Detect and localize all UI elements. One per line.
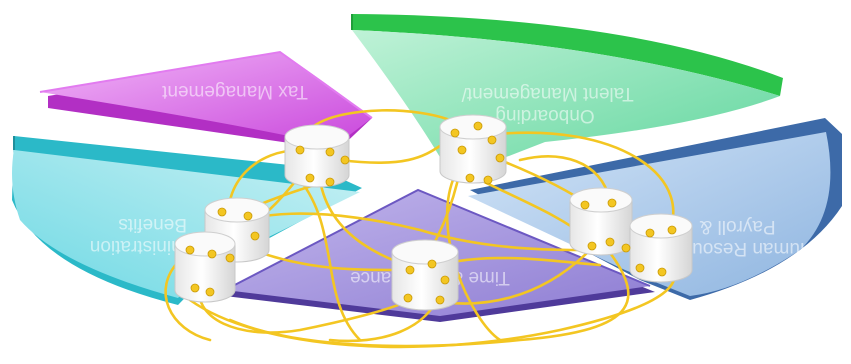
segment-payroll-hr: Payroll & Human Resources — [468, 118, 842, 300]
node-time — [391, 239, 459, 311]
node-tax — [284, 124, 350, 188]
node-talent — [439, 114, 507, 184]
label-talent-management: Talent Management/ Onboarding — [456, 83, 633, 126]
segment-tax-management: Tax Management — [39, 50, 373, 150]
node-payroll-a — [569, 187, 633, 256]
connector-dots — [185, 121, 677, 305]
label-payroll-hr: Payroll & Human Resources — [656, 216, 813, 259]
label-tax-management: Tax Management — [161, 81, 307, 102]
node-benefits-b — [174, 231, 236, 303]
node-payroll-b — [629, 213, 693, 283]
